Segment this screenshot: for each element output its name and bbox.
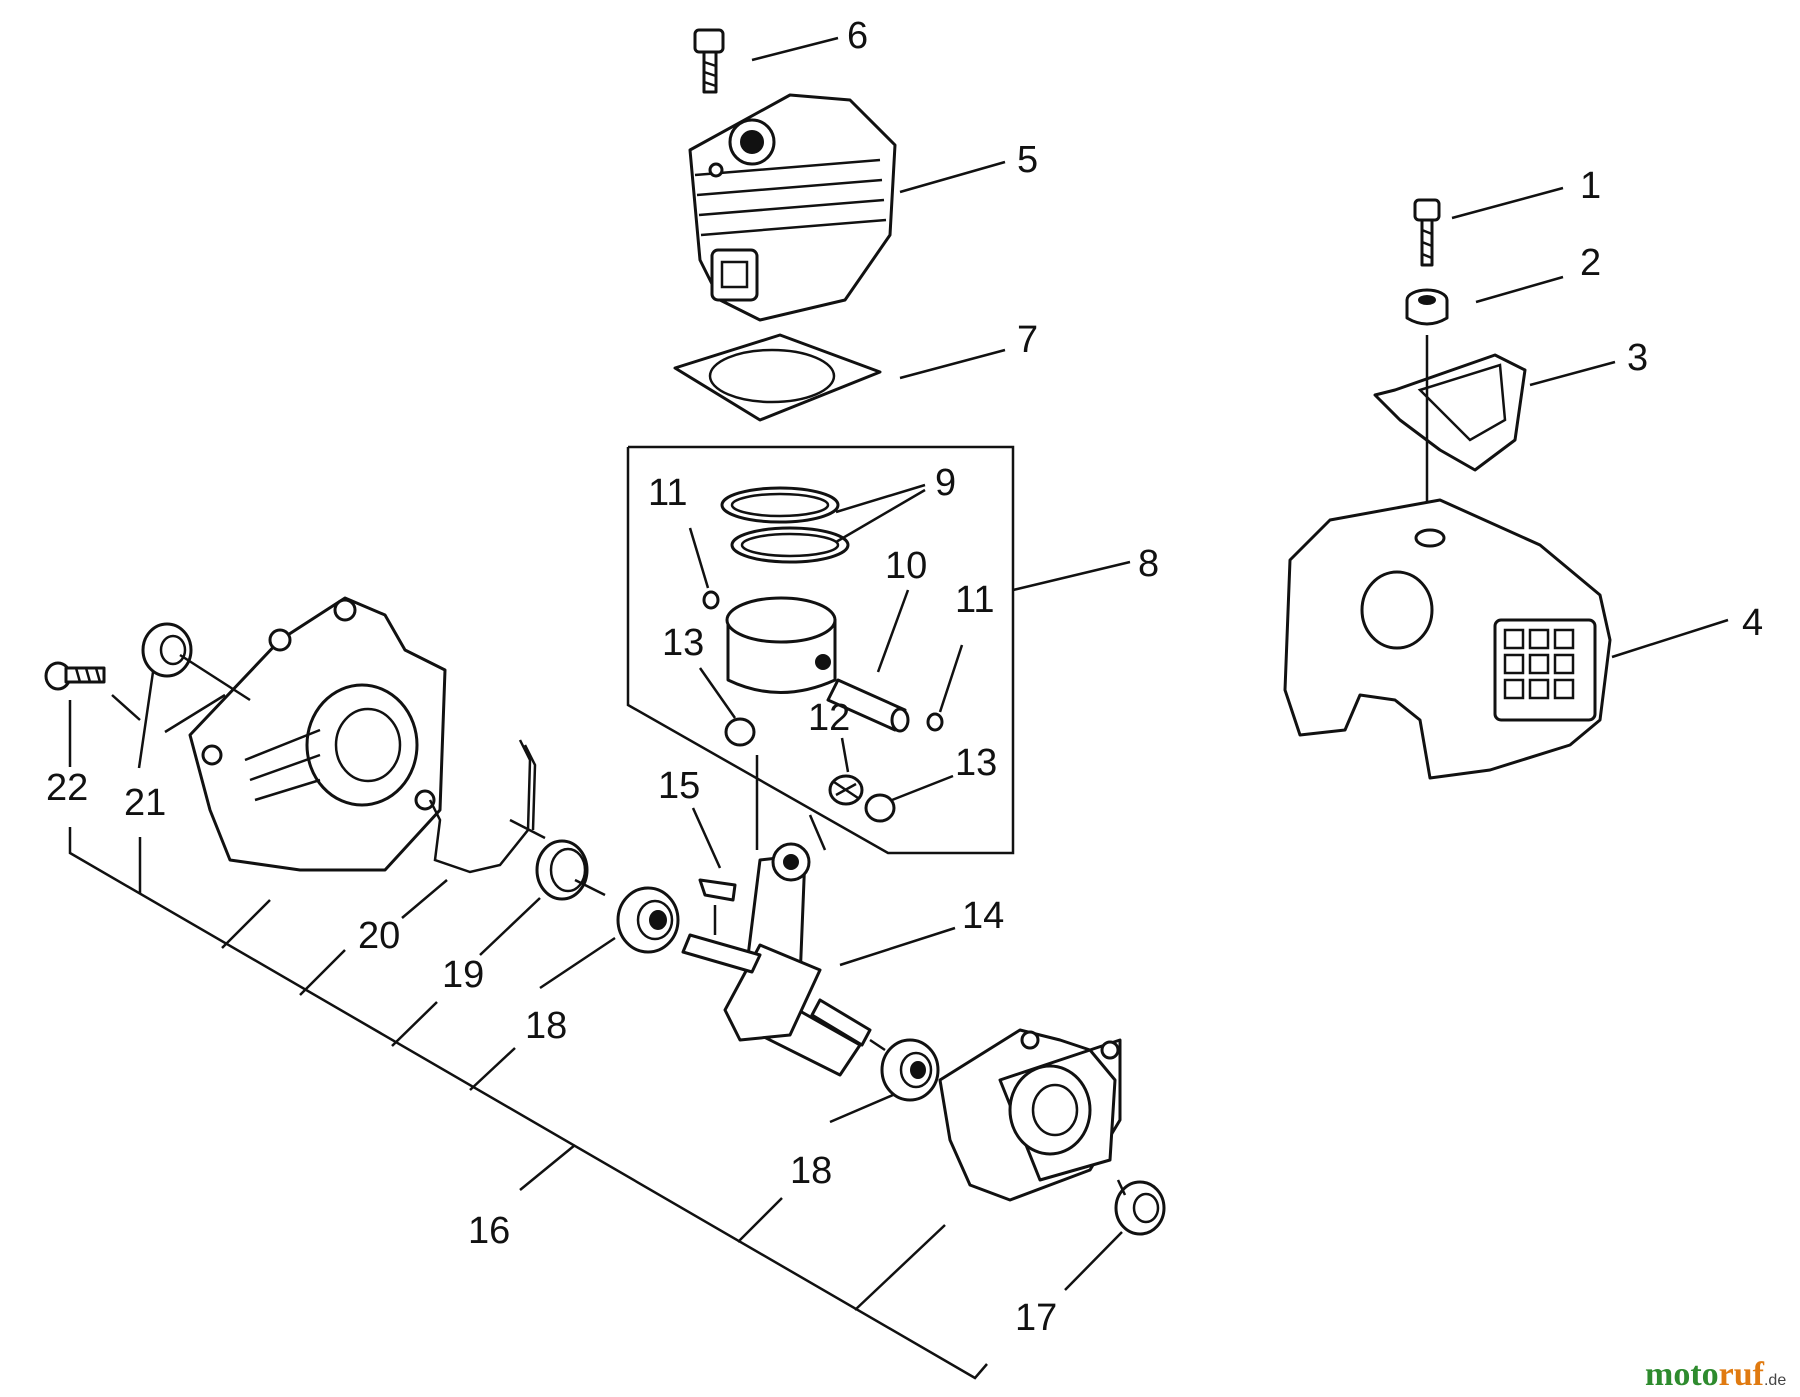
bolt-1-part [1413, 198, 1441, 267]
piston-pin-10-part [826, 678, 910, 733]
callout-3: 3 [1627, 337, 1648, 379]
piston-kit-frame [626, 445, 1015, 855]
cover-4-part [1283, 498, 1612, 780]
grommet-2-part [1405, 288, 1449, 326]
callout-labels: 6 5 7 8 9 10 11 11 12 13 13 14 15 16 17 … [46, 15, 1763, 1339]
callout-4: 4 [1742, 602, 1763, 644]
washer-13-right-part [864, 793, 896, 823]
callout-17: 17 [1015, 1297, 1057, 1339]
snap-ring-19-part [535, 839, 589, 901]
watermark-logo: motoruf.de [1645, 1356, 1786, 1393]
callout-12: 12 [808, 697, 850, 739]
crankshaft-14-part [681, 842, 872, 1077]
callout-21: 21 [124, 782, 166, 824]
callout-2: 2 [1580, 242, 1601, 284]
leader-lines [68, 36, 1729, 1311]
callout-10: 10 [885, 545, 927, 587]
gasket-7-part [673, 333, 882, 422]
callout-19: 19 [442, 954, 484, 996]
callout-15: 15 [658, 765, 700, 807]
callout-6: 6 [847, 15, 868, 57]
callout-1: 1 [1580, 165, 1601, 207]
bolt-6-part [693, 28, 725, 94]
bolt-22-part [44, 661, 106, 691]
callout-20: 20 [358, 915, 400, 957]
callout-8: 8 [1138, 543, 1159, 585]
bearing-12-part [828, 774, 864, 806]
callout-22: 22 [46, 767, 88, 809]
callout-14: 14 [962, 895, 1004, 937]
callout-9: 9 [935, 462, 956, 504]
callout-18-left: 18 [525, 1005, 567, 1047]
seal-17-part [1114, 1180, 1166, 1236]
seal-21-part [141, 622, 193, 678]
cap-3-part [1373, 353, 1527, 472]
circlip-11-left-part [702, 590, 720, 610]
watermark-suffix: .de [1764, 1372, 1786, 1389]
key-15-part [698, 878, 737, 902]
bearing-18-left-part [616, 886, 680, 954]
washer-13-left-part [724, 717, 756, 747]
crankcase-left-part [188, 596, 447, 872]
svg-text:motoruf.de: motoruf.de [1645, 1356, 1786, 1393]
piston-part [725, 596, 837, 694]
callout-16: 16 [468, 1210, 510, 1252]
piston-rings-9-part [720, 486, 850, 564]
callout-7: 7 [1017, 319, 1038, 361]
cylinder-5-part [688, 93, 897, 322]
callout-11-left: 11 [648, 472, 687, 514]
gasket-20-part [428, 739, 537, 874]
circlip-11-right-part [926, 712, 944, 732]
watermark-part-1: moto [1645, 1356, 1719, 1393]
callout-11-right: 11 [955, 579, 994, 621]
watermark-part-2: ruf [1719, 1356, 1765, 1393]
callout-13-right: 13 [955, 742, 997, 784]
assembly-guide-lines [68, 653, 1127, 1380]
callout-5: 5 [1017, 139, 1038, 181]
callout-18-right: 18 [790, 1150, 832, 1192]
crankcase-right-part [938, 1028, 1122, 1202]
bearing-18-right-part [880, 1038, 940, 1102]
callout-13-left: 13 [662, 622, 704, 664]
